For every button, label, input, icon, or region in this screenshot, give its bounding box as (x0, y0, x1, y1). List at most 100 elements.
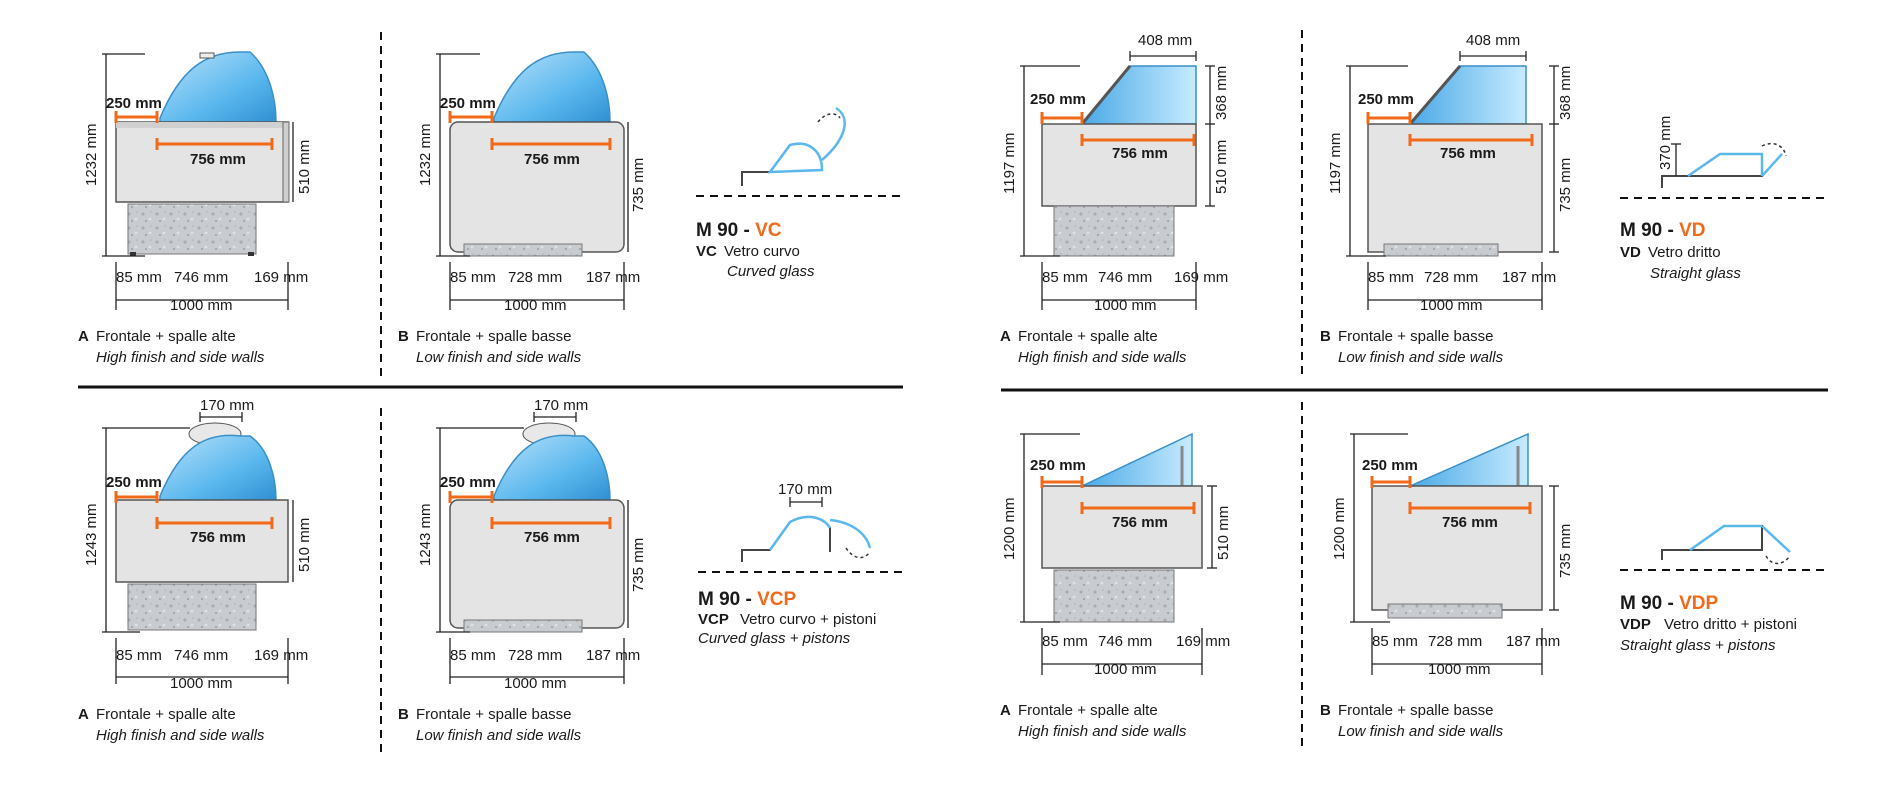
width-169-label: 169 mm (254, 269, 308, 286)
depth-250-label: 250 mm (1030, 457, 1086, 474)
vdp-b-counter-drawing (1350, 432, 1559, 675)
model-vd-en: Straight glass (1650, 265, 1741, 282)
height-1200-label: 1200 mm (1331, 497, 1348, 560)
width-1000-label: 1000 mm (504, 297, 567, 314)
width-1000-label: 1000 mm (1420, 297, 1483, 314)
vcp-b-counter-drawing (436, 412, 629, 684)
model-vc-title: M 90 - VC (696, 220, 782, 241)
model-vcp-en: Curved glass + pistons (698, 630, 851, 647)
width-1000-label: 1000 mm (1094, 661, 1157, 678)
height-510-label: 510 mm (296, 518, 313, 572)
depth-756-label: 756 mm (190, 151, 246, 168)
width-170-label: 170 mm (778, 481, 832, 498)
vc-b-counter-drawing (436, 51, 629, 310)
model-vd-abbr: VD (1620, 244, 1641, 261)
caption-letter: B (1320, 328, 1331, 345)
width-1000-label: 1000 mm (1428, 661, 1491, 678)
height-510-label: 510 mm (1213, 140, 1230, 194)
caption-letter: A (1000, 328, 1011, 345)
height-1197-label: 1197 mm (1327, 133, 1344, 194)
counter-cabinet (115, 121, 289, 203)
depth-756-label: 756 mm (1112, 145, 1168, 162)
height-735-label: 735 mm (630, 538, 647, 592)
model-vd-title: M 90 - VD (1620, 220, 1706, 241)
height-510-label: 510 mm (1215, 506, 1232, 560)
caption-it: Frontale + spalle alte (96, 328, 236, 345)
depth-756-label: 756 mm (524, 151, 580, 168)
caption-en: High finish and side walls (96, 349, 265, 366)
width-187-label: 187 mm (586, 269, 640, 286)
vc-profile-icon (696, 106, 904, 197)
model-vcp-it: Vetro curvo + pistoni (740, 611, 876, 628)
height-1200-label: 1200 mm (1001, 497, 1018, 560)
model-vc-abbr: VC (696, 243, 717, 260)
caption-it: Frontale + spalle alte (96, 706, 236, 723)
model-vcp-abbr: VCP (698, 611, 729, 628)
caption-en: Low finish and side walls (416, 349, 582, 366)
width-728-label: 728 mm (1428, 633, 1482, 650)
vd-a-counter-drawing (1020, 51, 1215, 310)
height-735-label: 735 mm (630, 158, 647, 212)
height-370-label: 370 mm (1657, 116, 1674, 170)
vcp-a-counter-drawing (102, 412, 294, 684)
height-1232-label: 1232 mm (417, 123, 434, 186)
caption-letter: B (1320, 702, 1331, 719)
depth-250-label: 250 mm (1030, 91, 1086, 108)
curved-glass (159, 51, 277, 123)
caption-letter: B (398, 328, 409, 345)
model-vd-it: Vetro dritto (1648, 244, 1721, 261)
caption-it: Frontale + spalle alte (1018, 702, 1158, 719)
caption-en: Low finish and side walls (1338, 723, 1504, 740)
width-746-label: 746 mm (174, 269, 228, 286)
height-368-label: 368 mm (1557, 66, 1574, 120)
caption-it: Frontale + spalle basse (416, 706, 572, 723)
caption-letter: A (78, 328, 89, 345)
width-85-label: 85 mm (1368, 269, 1414, 286)
caption-it: Frontale + spalle alte (1018, 328, 1158, 345)
depth-756-label: 756 mm (1442, 514, 1498, 531)
height-1197-label: 1197 mm (1001, 133, 1018, 194)
height-1243-label: 1243 mm (83, 503, 100, 566)
width-1000-label: 1000 mm (170, 297, 233, 314)
width-187-label: 187 mm (1506, 633, 1560, 650)
height-510-label: 510 mm (296, 140, 313, 194)
width-187-label: 187 mm (1502, 269, 1556, 286)
width-728-label: 728 mm (508, 647, 562, 664)
vd-b-counter-drawing (1346, 51, 1559, 310)
caption-en: Low finish and side walls (416, 727, 582, 744)
width-169-label: 169 mm (1176, 633, 1230, 650)
width-1000-label: 1000 mm (1094, 297, 1157, 314)
model-vdp-it: Vetro dritto + pistoni (1664, 616, 1797, 633)
model-vc-it: Vetro curvo (724, 243, 800, 260)
vcp-profile-icon (698, 497, 904, 573)
caption-en: High finish and side walls (1018, 723, 1187, 740)
vd-profile-icon (1620, 142, 1828, 199)
depth-250-label: 250 mm (1362, 457, 1418, 474)
width-408-label: 408 mm (1466, 32, 1520, 49)
height-1243-label: 1243 mm (417, 503, 434, 566)
width-746-label: 746 mm (174, 647, 228, 664)
width-85-label: 85 mm (116, 647, 162, 664)
caption-letter: B (398, 706, 409, 723)
width-170-label: 170 mm (200, 397, 254, 414)
width-169-label: 169 mm (1174, 269, 1228, 286)
depth-250-label: 250 mm (440, 95, 496, 112)
vc-a-counter-drawing (102, 51, 294, 310)
caption-it: Frontale + spalle basse (416, 328, 572, 345)
depth-756-label: 756 mm (1440, 145, 1496, 162)
model-vdp-en: Straight glass + pistons (1620, 637, 1776, 654)
width-85-label: 85 mm (1042, 269, 1088, 286)
caption-en: High finish and side walls (1018, 349, 1187, 366)
depth-756-label: 756 mm (524, 529, 580, 546)
width-408-label: 408 mm (1138, 32, 1192, 49)
depth-250-label: 250 mm (106, 474, 162, 491)
width-1000-label: 1000 mm (504, 675, 567, 692)
depth-756-label: 756 mm (1112, 514, 1168, 531)
height-368-label: 368 mm (1213, 66, 1230, 120)
model-vc-en: Curved glass (727, 263, 815, 280)
width-1000-label: 1000 mm (170, 675, 233, 692)
width-187-label: 187 mm (586, 647, 640, 664)
width-728-label: 728 mm (1424, 269, 1478, 286)
width-85-label: 85 mm (116, 269, 162, 286)
